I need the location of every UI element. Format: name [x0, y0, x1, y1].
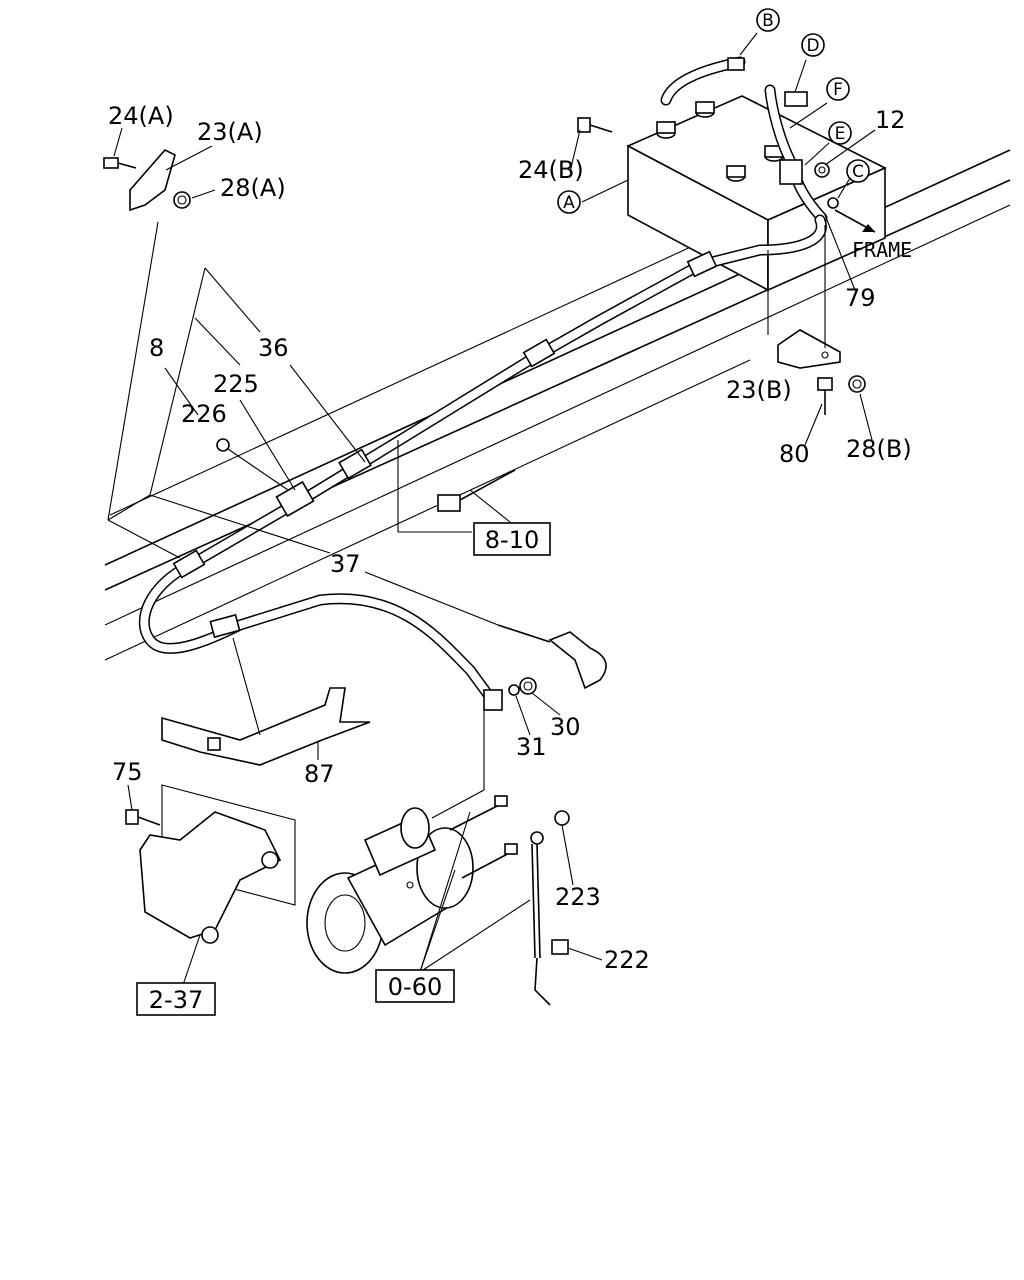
circle-labels: A B C D E F — [557, 8, 870, 214]
callout-75: 75 — [112, 758, 143, 786]
callout-24a: 24(A) — [108, 102, 174, 130]
svg-text:8-10: 8-10 — [485, 526, 539, 554]
terminal-37 — [497, 624, 607, 690]
svg-text:A: A — [563, 193, 575, 213]
callout-223: 223 — [555, 883, 601, 911]
circle-label-b: B — [756, 8, 780, 32]
callout-28b: 28(B) — [846, 435, 912, 463]
svg-text:F: F — [833, 80, 843, 100]
callout-31: 31 — [516, 733, 547, 761]
callout-37: 37 — [330, 550, 361, 578]
callout-12: 12 — [875, 106, 906, 134]
circle-label-c: C — [846, 159, 870, 183]
circle-label-f: F — [826, 77, 850, 101]
callout-80: 80 — [779, 440, 810, 468]
svg-text:C: C — [852, 162, 864, 182]
bolt-24b — [577, 117, 613, 133]
svg-text:0-60: 0-60 — [388, 973, 442, 1001]
callout-225: 225 — [213, 370, 259, 398]
nut-12 — [814, 162, 839, 209]
ground-cable — [530, 810, 570, 1006]
bracket-23a — [103, 149, 191, 212]
callout-8: 8 — [149, 334, 164, 362]
reference-2-37: 2-37 — [136, 982, 216, 1016]
starter-bracket — [125, 784, 296, 944]
svg-text:2-37: 2-37 — [149, 986, 203, 1014]
starter-bolts — [449, 795, 518, 879]
callout-87: 87 — [304, 760, 335, 788]
starter-motor — [306, 807, 474, 974]
callout-24b: 24(B) — [518, 156, 584, 184]
reference-0-60: 0-60 — [375, 969, 455, 1003]
svg-text:D: D — [806, 36, 819, 56]
cable-tie — [437, 469, 516, 512]
callout-222: 222 — [604, 946, 650, 974]
battery-cables — [660, 56, 828, 224]
callout-36: 36 — [258, 334, 289, 362]
nut-30 — [508, 677, 537, 696]
circle-label-e: E — [828, 121, 852, 145]
callout-30: 30 — [550, 713, 581, 741]
frame-label: FRAME — [852, 238, 912, 262]
leader-lines — [107, 32, 876, 986]
reference-8-10: 8-10 — [473, 522, 551, 556]
bracket-87 — [161, 687, 371, 766]
circle-label-d: D — [801, 33, 825, 57]
callout-23b: 23(B) — [726, 376, 792, 404]
callout-226: 226 — [181, 400, 227, 428]
callouts: 24(A) 23(A) 28(A) 24(B) 12 79 36 8 225 2… — [108, 102, 912, 974]
callout-79: 79 — [845, 284, 876, 312]
svg-text:E: E — [835, 124, 846, 144]
bracket-23b — [777, 329, 866, 415]
main-harness — [138, 214, 827, 711]
circle-label-a: A — [557, 190, 581, 214]
callout-28a: 28(A) — [220, 174, 286, 202]
svg-text:B: B — [762, 11, 774, 31]
callout-23a: 23(A) — [197, 118, 263, 146]
